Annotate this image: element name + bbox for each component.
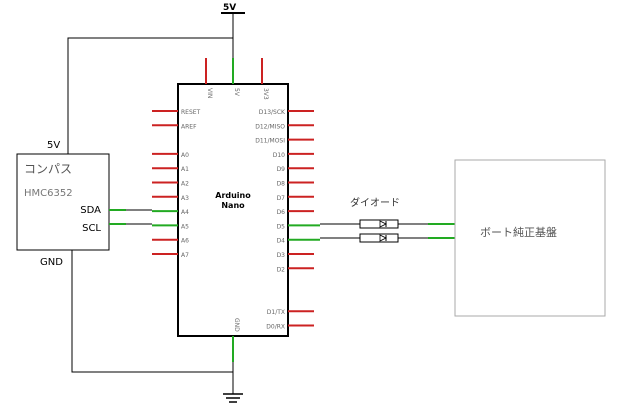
pin-label-a6: A6 (181, 238, 189, 245)
pin-label-a5: A5 (181, 223, 189, 230)
diode-label: ダイオード (350, 196, 400, 209)
pin-label-d13-sck: D13/SCK (259, 109, 286, 116)
pin-label-a0: A0 (181, 152, 189, 159)
pin-label-d12-miso: D12/MISO (255, 123, 285, 130)
arduino-name-line1: Arduino (215, 191, 251, 200)
pin-label-d4: D4 (277, 238, 286, 245)
i2c-wires (109, 209, 152, 225)
pin-label-5v: 5V (233, 88, 240, 97)
diodes: ダイオード (320, 196, 455, 243)
arduino-nano: Arduino Nano VIN 5V 3V3 RESET AREF A0A1A2A3A… (152, 58, 320, 362)
arduino-top-pins: VIN 5V 3V3 (205, 58, 269, 100)
arduino-name-line2: Nano (221, 201, 245, 210)
compass-module: コンパス HMC6352 5V SDA SCL GND (16, 140, 110, 268)
pin-label-a1: A1 (181, 166, 189, 173)
pin-label-d5: D5 (277, 223, 286, 230)
power-symbol: 5V (221, 3, 245, 38)
power-label: 5V (223, 3, 236, 13)
pin-label-d3: D3 (277, 252, 286, 259)
pin-label-gnd: GND (233, 318, 240, 332)
compass-model: HMC6352 (24, 188, 73, 199)
pin-label-d11-mosi: D11/MOSI (255, 138, 285, 145)
pin-label-a4: A4 (181, 209, 189, 216)
pin-label-d10: D10 (273, 152, 285, 159)
pin-label-a2: A2 (181, 181, 189, 188)
pin-label-d2: D2 (277, 266, 286, 273)
compass-scl-label: SCL (82, 223, 101, 234)
diode-d4 (320, 233, 455, 243)
compass-vcc-label: 5V (47, 140, 60, 151)
pin-label-d0-rx: D0/RX (266, 324, 285, 331)
compass-sda-label: SDA (80, 205, 101, 216)
pin-label-d8: D8 (277, 181, 286, 188)
pin-label-a7: A7 (181, 252, 189, 259)
pin-label-d9: D9 (277, 166, 286, 173)
ground-symbol (223, 393, 243, 403)
pin-label-d7: D7 (277, 195, 286, 202)
pin-label-reset: RESET (181, 109, 201, 116)
diode-d5 (320, 219, 455, 229)
pin-label-aref: AREF (181, 123, 197, 130)
board-label: ボート純正基盤 (480, 226, 557, 239)
pin-label-d6: D6 (277, 209, 286, 216)
compass-title: コンパス (24, 162, 72, 176)
arduino-bottom-pin: GND (232, 318, 240, 362)
pin-label-d1-tx: D1/TX (267, 309, 285, 316)
compass-gnd-label: GND (40, 257, 63, 268)
pin-label-vin: VIN (206, 88, 213, 98)
boat-board: ボート純正基盤 (454, 159, 606, 317)
pin-label-a3: A3 (181, 195, 189, 202)
arduino-right-pins: D13/SCK D12/MISO D11/MOSI D10D9D8D7D6D5D4D3… (255, 109, 320, 331)
pin-label-3v3: 3V3 (262, 88, 269, 100)
